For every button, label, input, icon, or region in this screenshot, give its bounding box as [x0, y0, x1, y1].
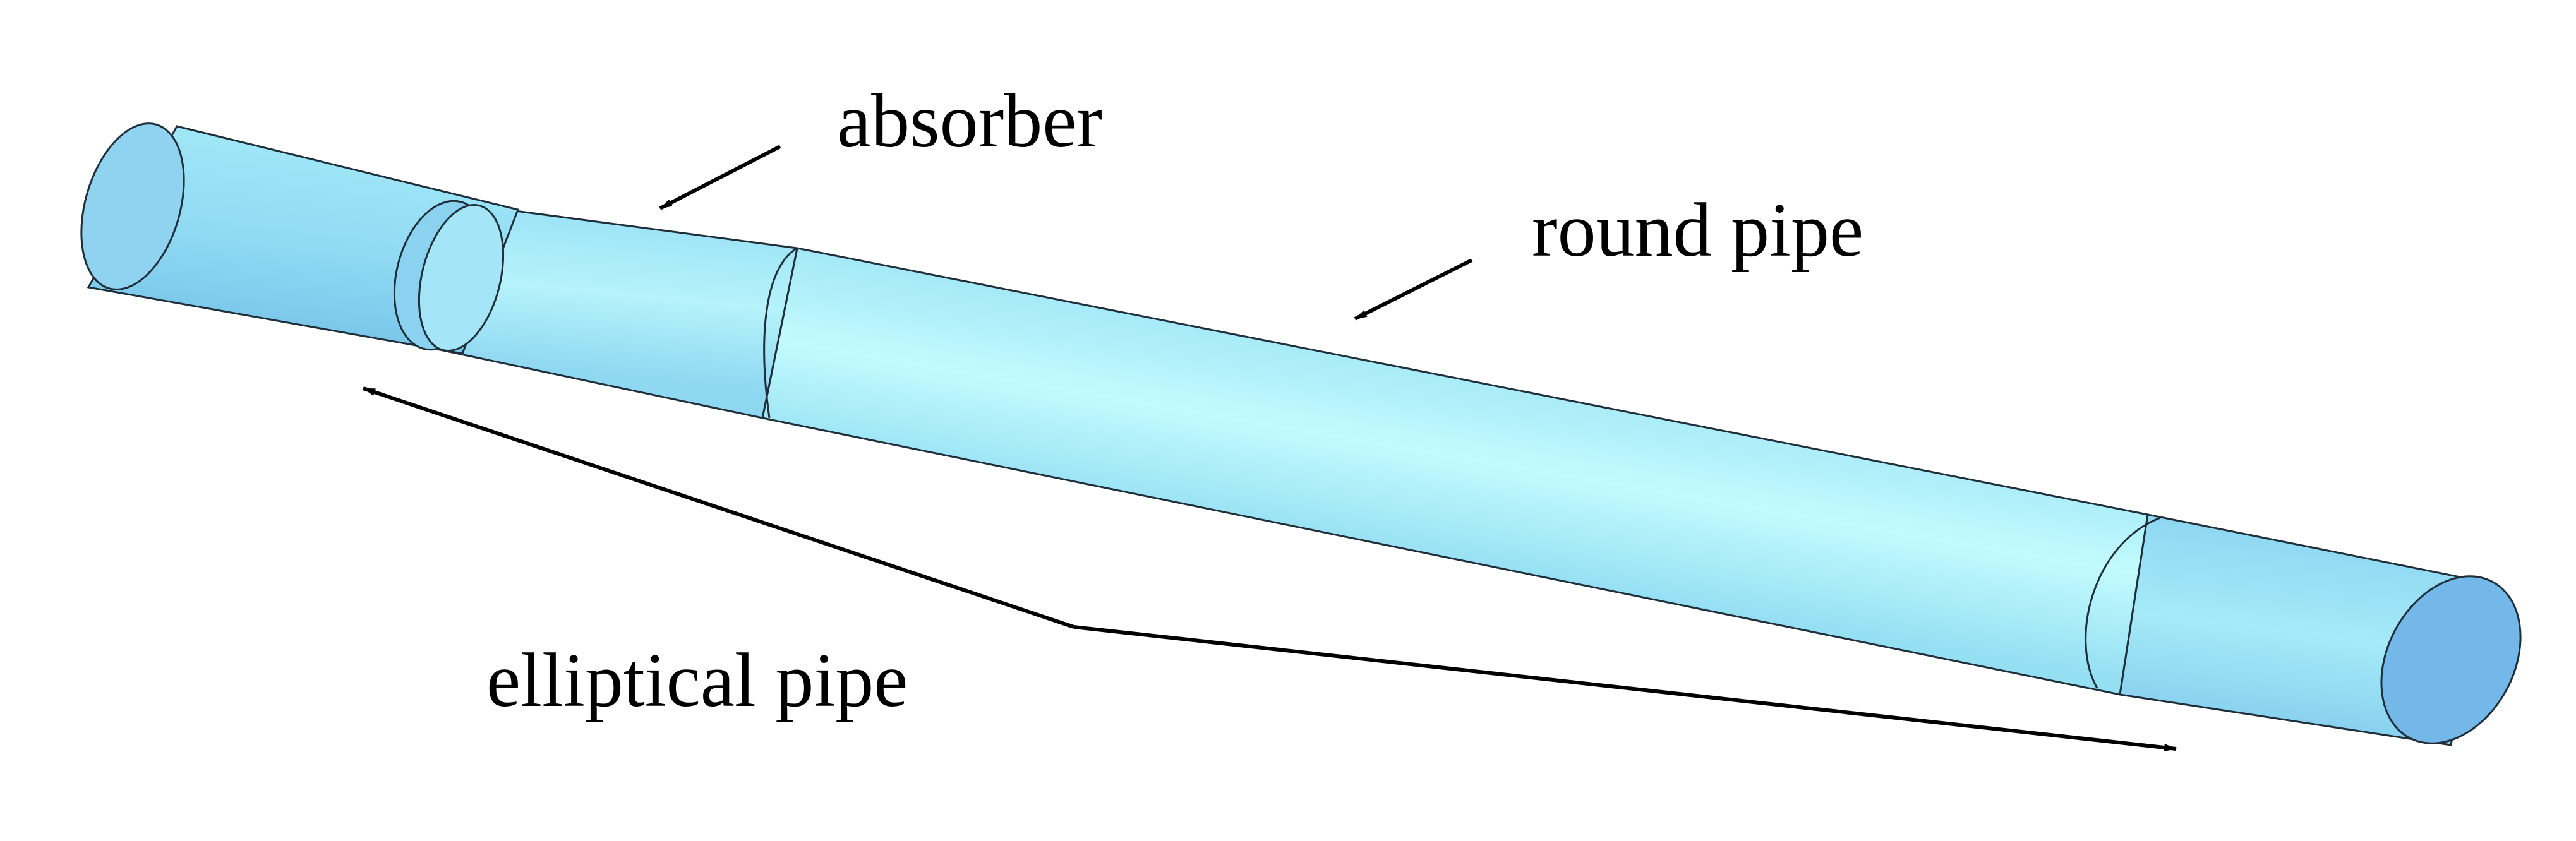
label-round-pipe: round pipe [1532, 188, 1863, 273]
elliptical-pipe-left-end [80, 122, 185, 290]
elliptical-pipe-arrow-right [1073, 625, 2177, 751]
flange-inner [418, 204, 505, 352]
round-pipe-body [761, 247, 2149, 696]
elliptical-pipe-right-seam [2085, 516, 2161, 689]
label-elliptical-pipe: elliptical pipe [486, 638, 908, 723]
elliptical-pipe-arrow-left [363, 386, 1074, 629]
absorber-arrow [659, 145, 781, 210]
round-pipe-arrow [1354, 258, 1473, 321]
pipe-joint-seam [763, 247, 798, 419]
elliptical-pipe-right-end [2380, 575, 2522, 744]
label-absorber: absorber [837, 78, 1102, 164]
